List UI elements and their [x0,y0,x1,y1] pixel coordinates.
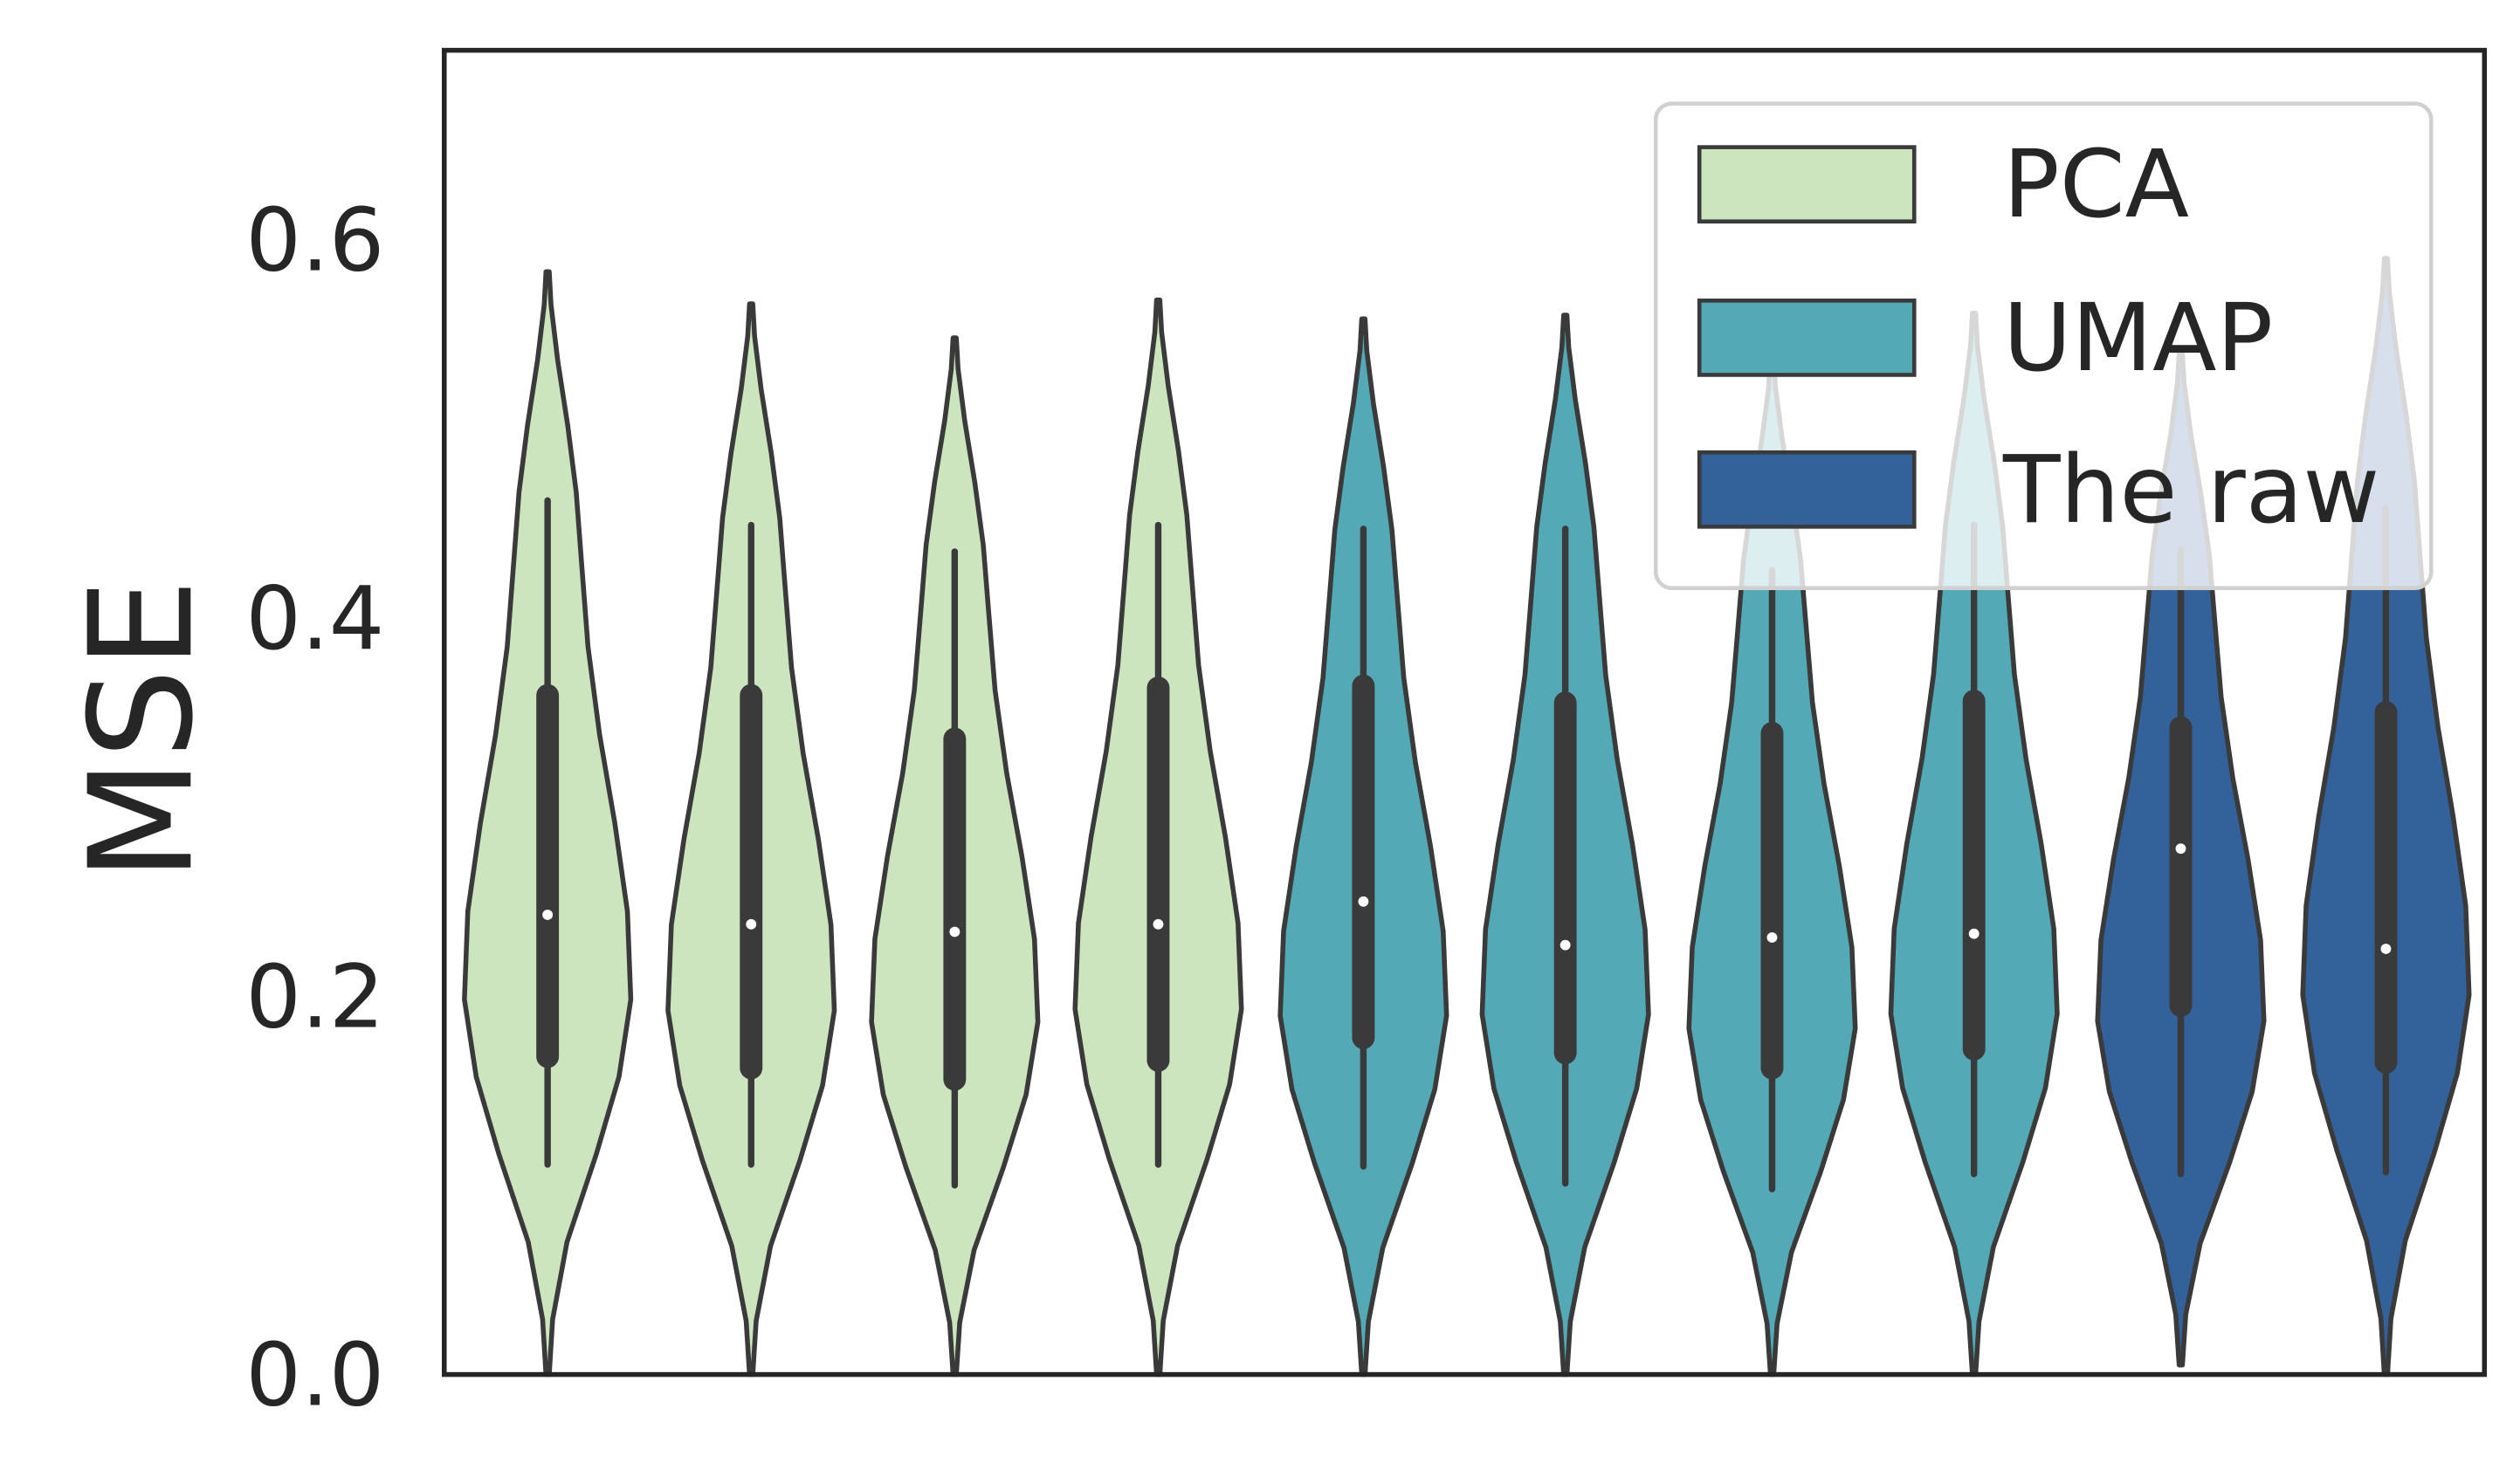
y-axis-label: MSE [59,579,224,882]
legend-swatch [1697,299,1917,377]
violin-median-dot [2175,843,2186,855]
violin-median-dot [1153,918,1164,930]
y-tick-label: 0.4 [245,567,384,670]
y-tick-label: 0.2 [245,945,384,1048]
violin-median-dot [746,918,757,930]
violin-median-dot [949,926,960,938]
violin-median-dot [542,910,554,920]
y-tick-labels: 0.0 0.2 0.4 0.6 [245,189,384,1425]
legend-label: PCA [2003,130,2189,239]
legend: PCA UMAP The raw [1653,101,2434,590]
violin-median-dot [1766,932,1778,943]
legend-label: UMAP [2003,284,2273,393]
legend-swatch [1697,450,1917,529]
violin-median-dot [1968,928,1980,939]
plot-frame [441,47,2488,1377]
legend-label: The raw [2002,436,2379,545]
violin-median-dot [1560,939,1571,951]
violin-median-dot [1358,896,1369,907]
legend-items: PCA UMAP The raw [1697,130,2379,545]
violin-median-dot [2380,944,2392,954]
violins-layer [462,256,2472,1377]
y-tick-label: 0.0 [245,1324,384,1426]
y-tick-label: 0.6 [245,189,384,291]
legend-swatch [1697,145,1917,224]
